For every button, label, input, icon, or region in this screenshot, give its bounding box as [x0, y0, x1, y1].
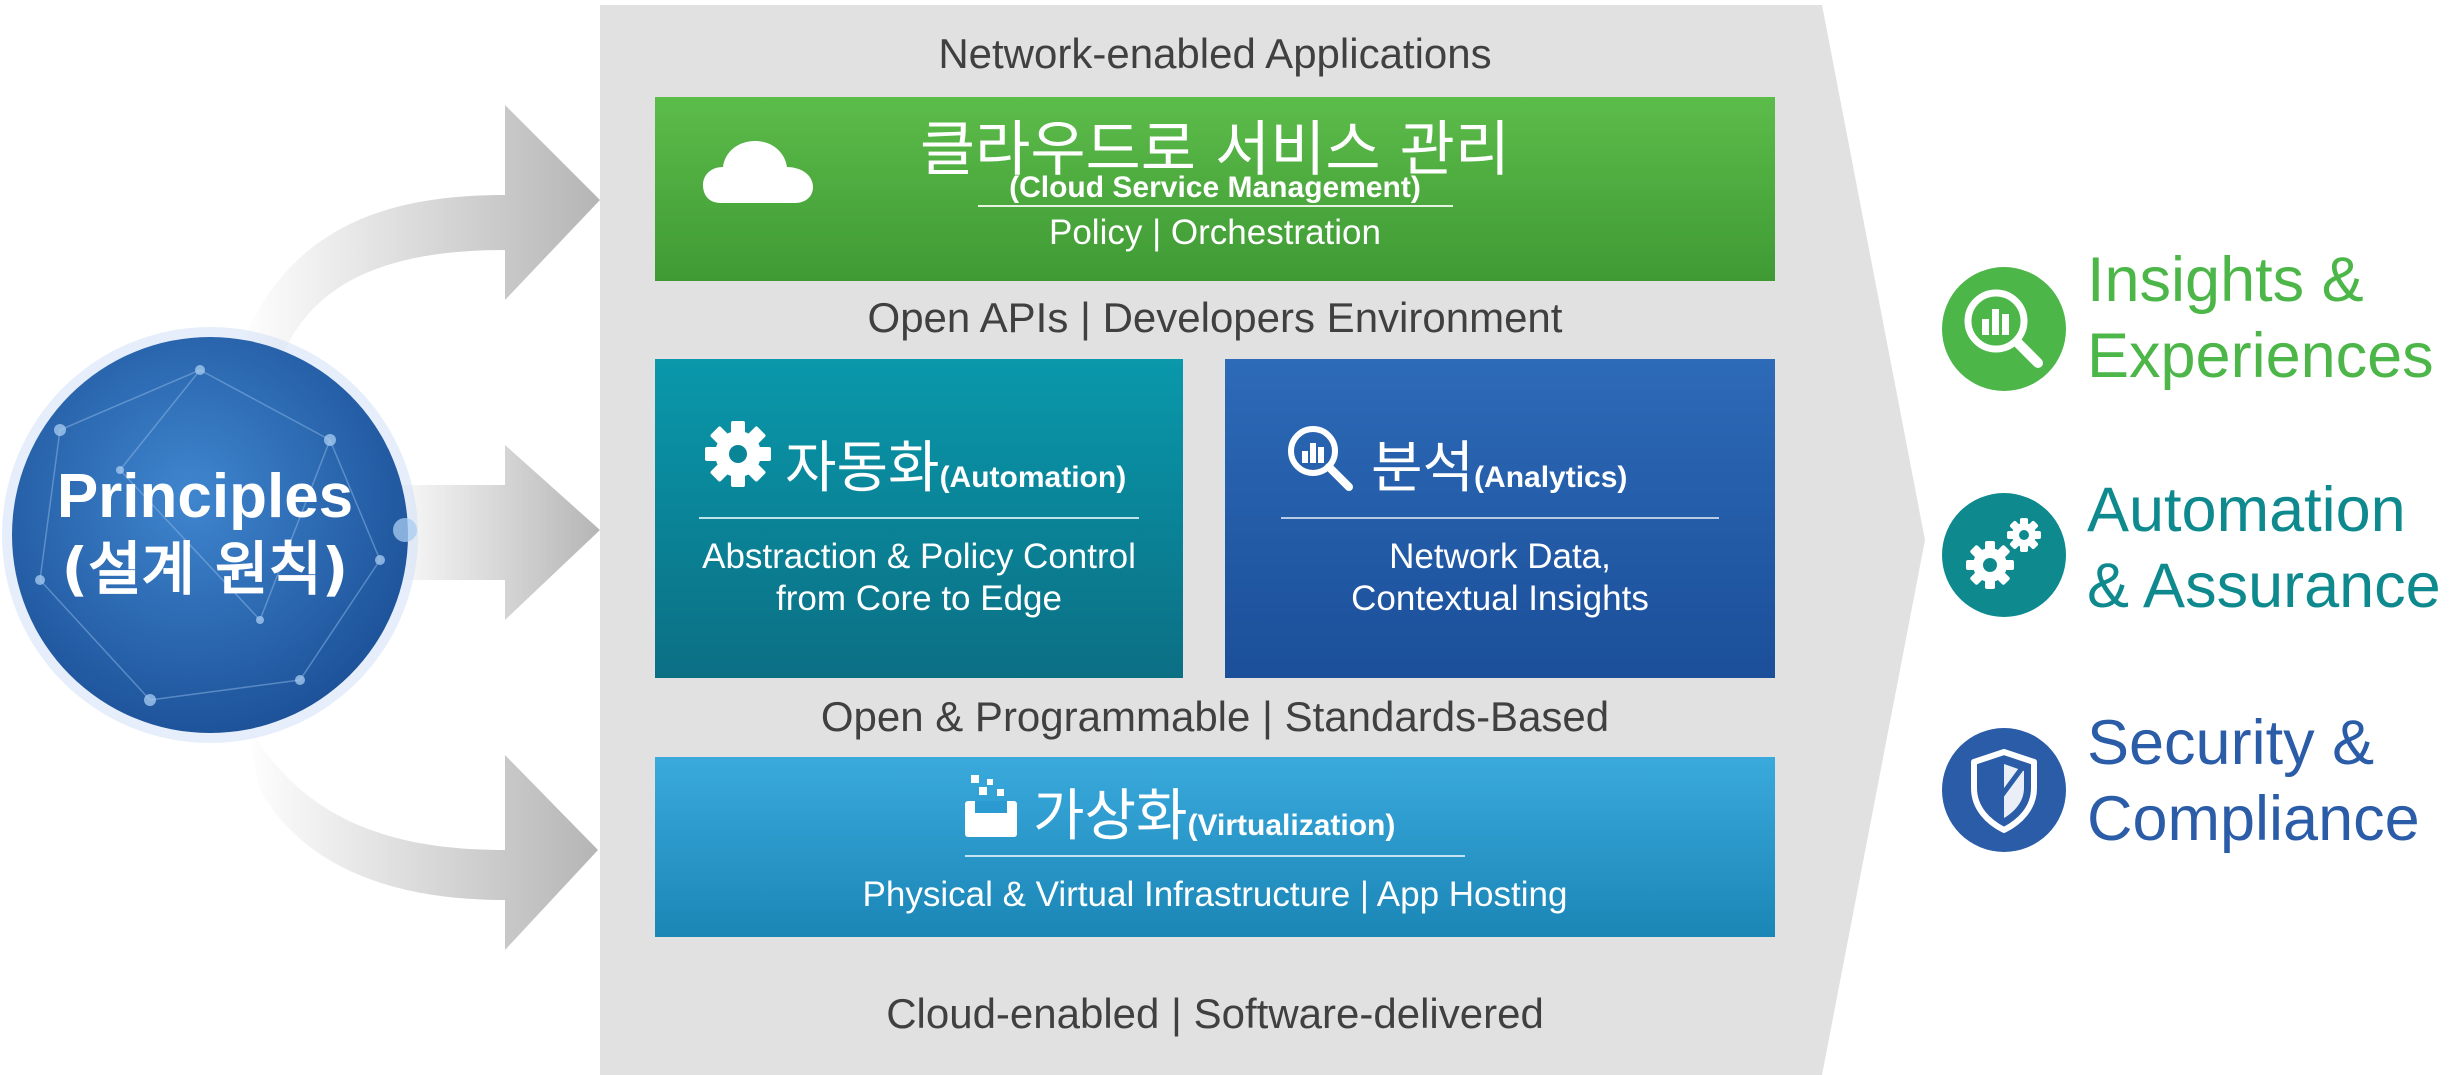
insights-icon-badge — [1942, 267, 2066, 391]
shield-icon — [1971, 749, 2037, 833]
automation-detail-1: Abstraction & Policy Control — [702, 537, 1136, 576]
principles-circle — [2, 327, 418, 743]
automation-line2: & Assurance — [2087, 551, 2441, 621]
arrow-top — [240, 105, 600, 350]
automation-box: 자동화(Automation) Abstraction & Policy Con… — [655, 359, 1183, 678]
automation-title: 자동화(Automation) — [785, 423, 1126, 504]
apis-label: Open APIs | Developers Environment — [867, 294, 1563, 341]
analytics-detail-2: Contextual Insights — [1351, 579, 1649, 618]
gears-icon — [1966, 518, 2041, 589]
cloud-icon — [703, 141, 813, 203]
automation-icon-badge — [1942, 493, 2066, 617]
virtualization-detail: Physical & Virtual Infrastructure | App … — [862, 875, 1568, 914]
analytics-title-en: (Analytics) — [1474, 461, 1628, 494]
top-label: Network-enabled Applications — [938, 30, 1492, 77]
programmable-label: Open & Programmable | Standards-Based — [820, 693, 1610, 740]
principles-subtitle: (설계 원칙) — [61, 535, 349, 603]
analytics-divider — [1281, 517, 1719, 519]
cloud-title-en: (Cloud Service Management) — [1009, 171, 1421, 204]
analytics-detail-1: Network Data, — [1389, 537, 1611, 576]
automation-divider — [699, 517, 1139, 519]
cloud-title-ko: 클라우드로 서비스 관리 — [919, 115, 1511, 185]
automation-title-en: (Automation) — [939, 461, 1127, 494]
insights-line2: Experiences — [2087, 321, 2434, 391]
security-line2: Compliance — [2087, 784, 2420, 854]
security-line1: Security & — [2087, 708, 2375, 778]
analytics-title: 분석(Analytics) — [1371, 423, 1627, 504]
analytics-box: 분석(Analytics) Network Data, Contextual I… — [1225, 359, 1775, 678]
magnifier-chart-icon — [1288, 426, 1353, 491]
security-icon-badge — [1942, 728, 2066, 852]
insights-line1: Insights & — [2087, 245, 2364, 315]
virtualization-title-en: (Virtualization) — [1187, 809, 1396, 842]
virtualization-title-ko: 가상화 — [1033, 784, 1188, 849]
principles-title: Principles — [56, 462, 354, 531]
cloud-divider — [978, 205, 1453, 207]
virtualization-box: 가상화(Virtualization) Physical & Virtual I… — [655, 757, 1775, 937]
magnifier-chart-icon — [1964, 289, 2043, 368]
arrow-middle — [380, 445, 600, 620]
automation-title-ko: 자동화 — [785, 436, 940, 501]
arrow-bottom — [245, 720, 598, 950]
cloud-service-box: 클라우드로 서비스 관리 (Cloud Service Management) … — [655, 97, 1775, 281]
virtualization-divider — [965, 855, 1465, 857]
cubes-icon — [965, 775, 1017, 837]
automation-line1: Automation — [2087, 475, 2406, 545]
virtualization-title: 가상화(Virtualization) — [1033, 771, 1395, 852]
gear-icon — [705, 421, 771, 487]
bottom-label: Cloud-enabled | Software-delivered — [886, 990, 1544, 1037]
cloud-detail: Policy | Orchestration — [1049, 213, 1381, 252]
analytics-title-ko: 분석 — [1371, 436, 1475, 501]
automation-detail-2: from Core to Edge — [776, 579, 1062, 618]
